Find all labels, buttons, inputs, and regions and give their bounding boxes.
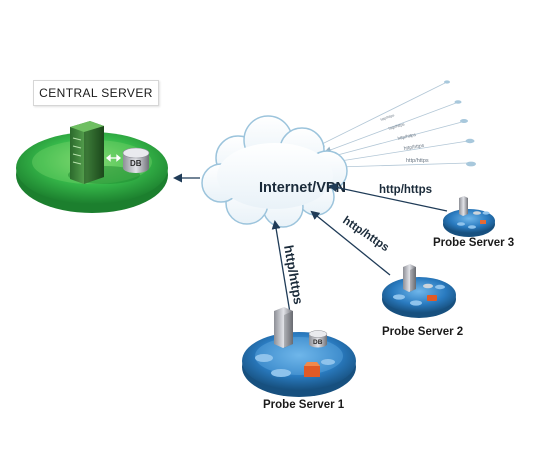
probe-server-2-label: Probe Server 2 [382,326,464,338]
link-probe2 [310,210,391,276]
probe1-db-icon: DB [308,330,328,348]
link-probe1 [271,220,293,326]
distant-label-1: http/https [380,113,395,122]
central-db-icon: DB [122,147,150,173]
central-server-tower [70,121,104,184]
probe-server-1: DB [242,307,356,397]
cloud-label: Internet/VPN [259,180,346,196]
link-probe3 [328,183,448,212]
distant-label-2: http/https [388,121,405,131]
distant-probe-icons [444,80,476,167]
distant-links [317,82,469,171]
internet-cloud: Internet/VPN [201,115,348,228]
probe-server-3 [443,196,495,237]
probe1-db-label: DB [313,339,323,346]
probe-server-1-label: Probe Server 1 [263,399,345,411]
probe-server-3-label: Probe Server 3 [433,237,515,249]
protocol-label-probe1: http/https [281,244,306,306]
central-db-label: DB [130,159,142,168]
distant-label-3: http/https [397,132,417,141]
probe-server-2 [382,264,456,318]
distant-link-labels: http/https http/https http/https http/ht… [380,113,429,164]
distant-label-4: http/https [403,143,425,152]
main-links [173,173,448,326]
protocol-label-probe3: http/https [379,184,432,196]
distant-label-5: http/https [406,158,429,164]
protocol-label-probe2: http/https [340,215,391,255]
central-server: DB [16,121,168,213]
central-server-title: CENTRAL SERVER [33,80,159,106]
sync-arrows-icon [105,154,122,162]
